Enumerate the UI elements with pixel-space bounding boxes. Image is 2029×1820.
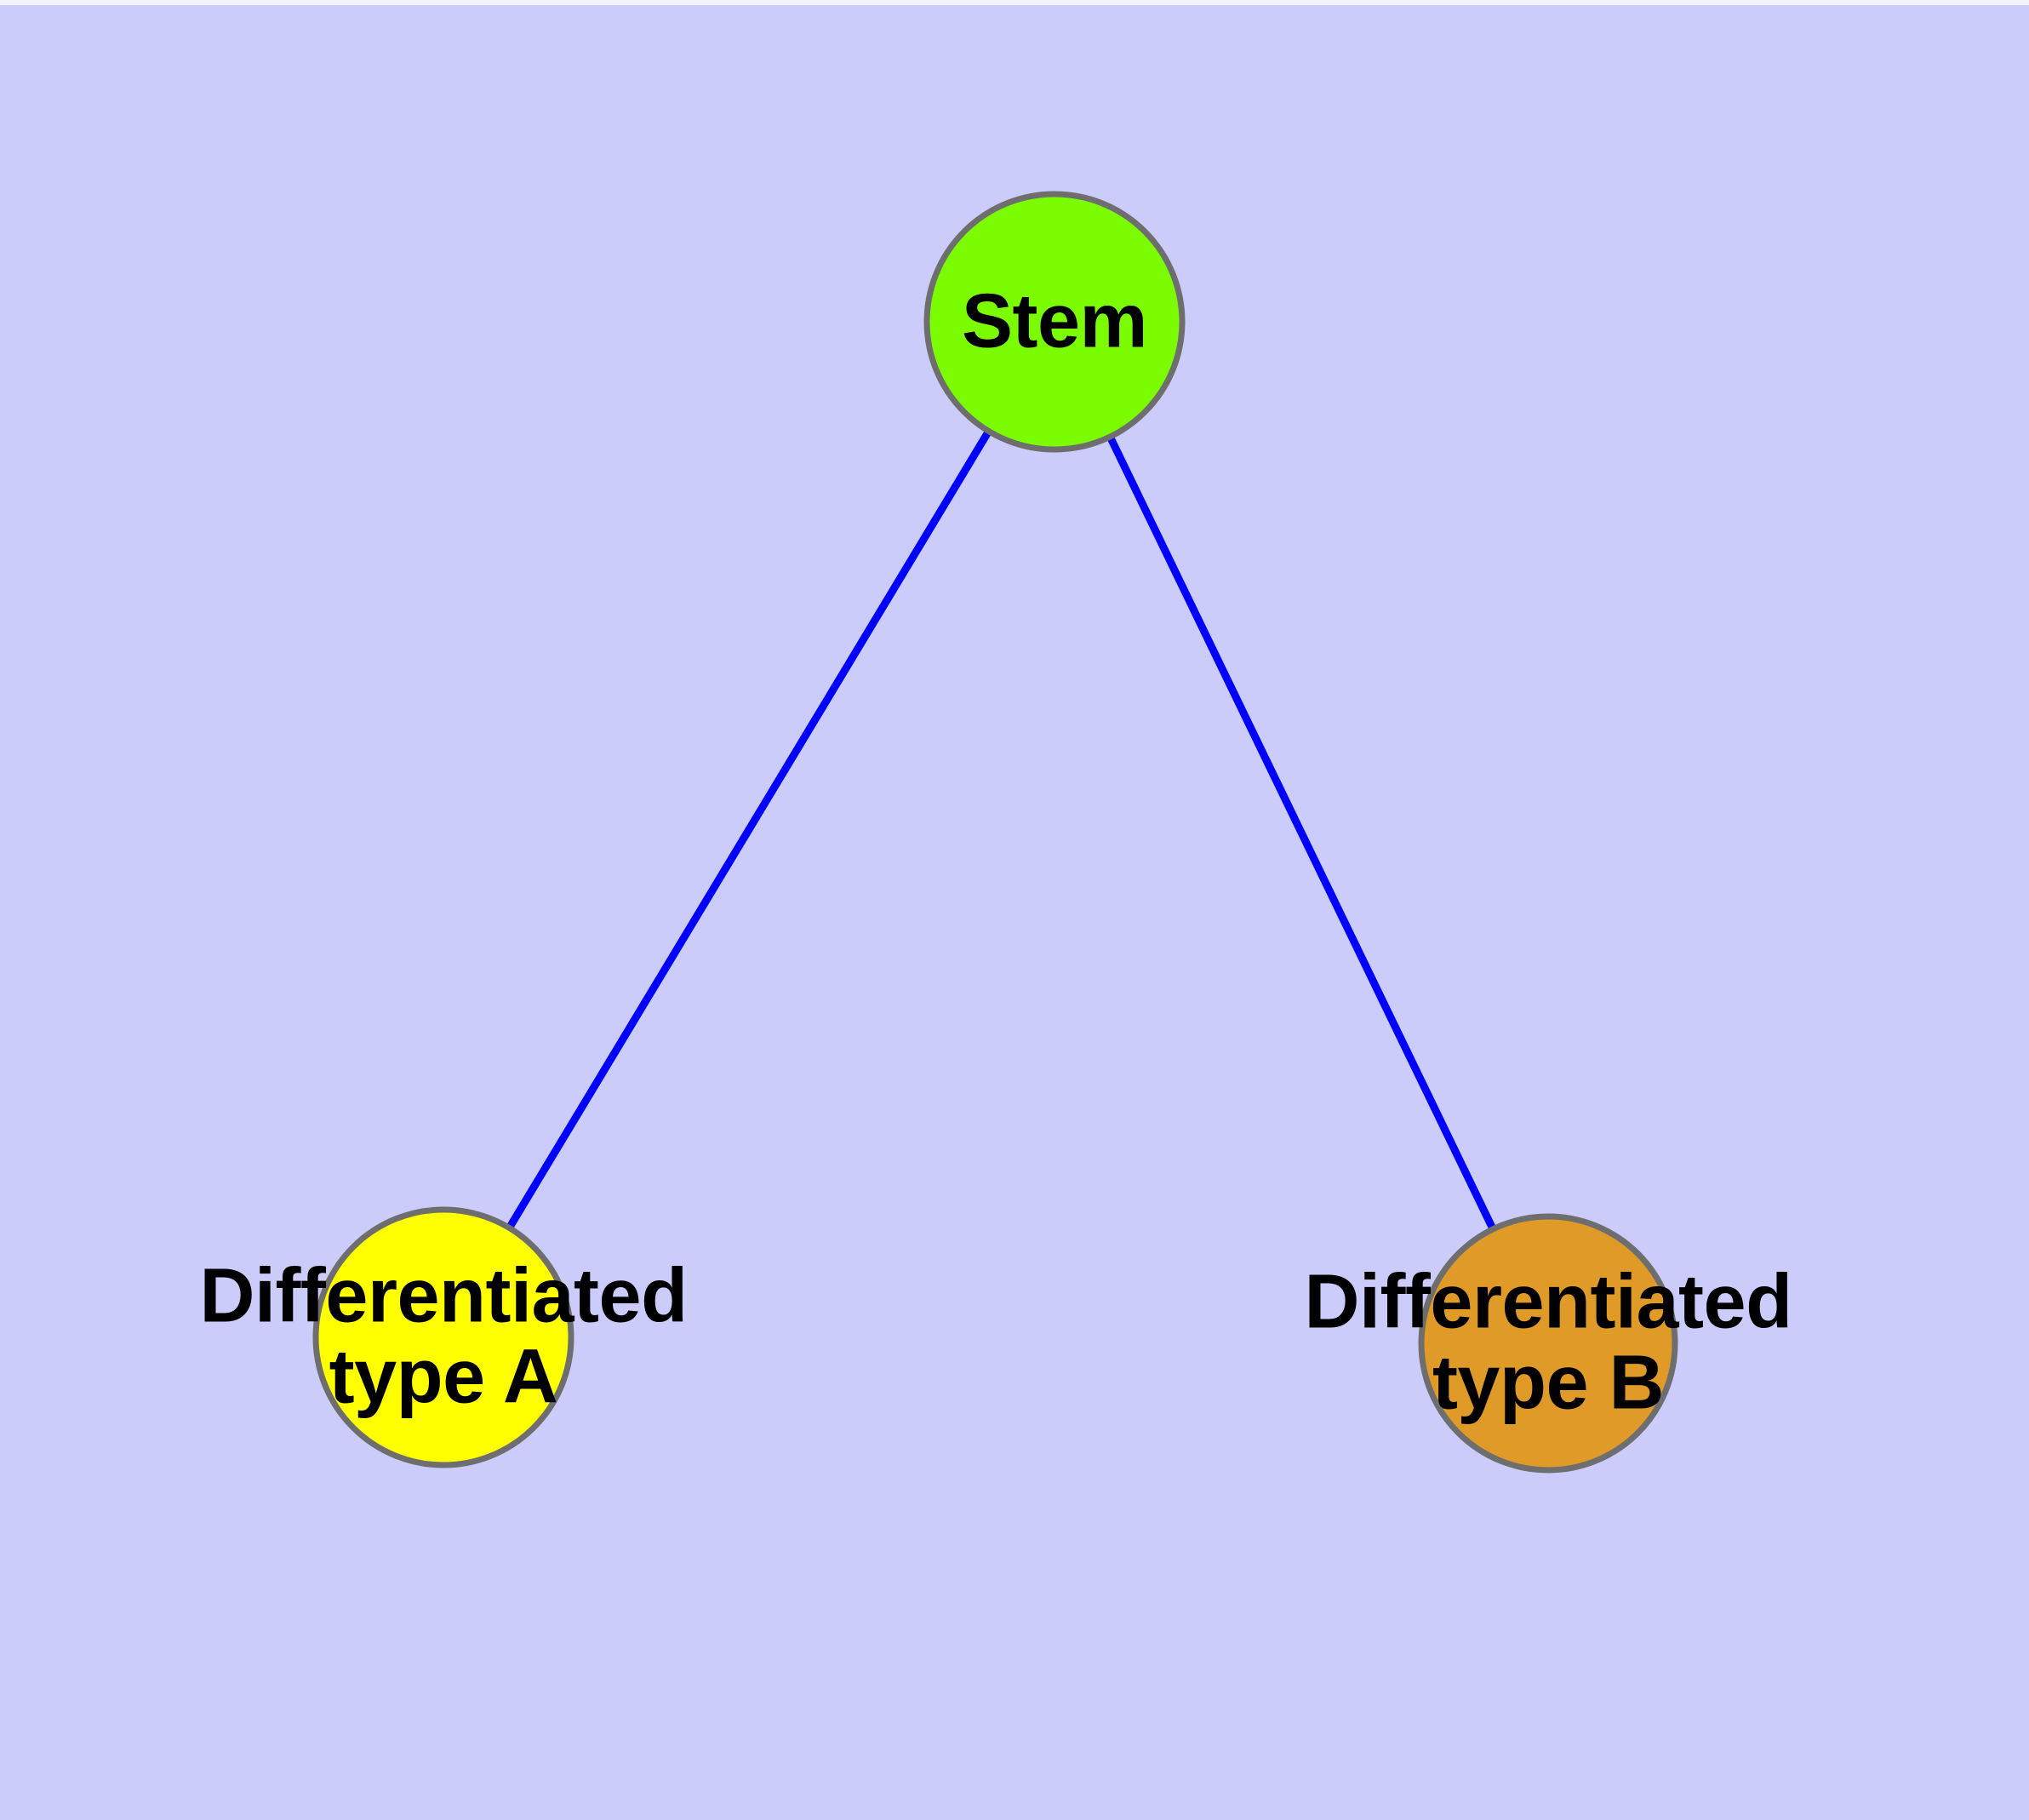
node-layer (312, 191, 1678, 1474)
node-circle-stem[interactable] (923, 191, 1186, 453)
node-circle-diff_b[interactable] (1418, 1213, 1678, 1474)
edge-layer (504, 426, 1498, 1234)
edge-stem-diff_b[interactable] (1105, 432, 1498, 1234)
edge-stem-diff_a[interactable] (504, 426, 994, 1233)
graph-svg (312, 191, 1678, 1474)
node-circle-diff_a[interactable] (312, 1206, 574, 1468)
